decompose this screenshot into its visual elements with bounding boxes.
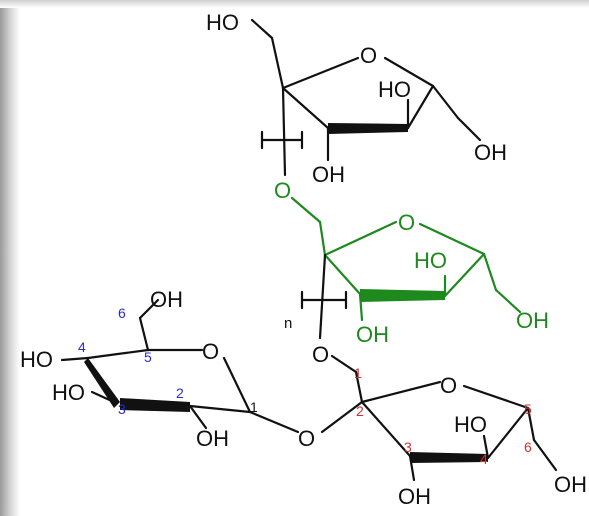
glc-bond-o-c1 <box>222 356 252 414</box>
mid-ring-bond-o-c5 <box>418 222 486 256</box>
glucose-ring <box>60 298 364 434</box>
glc-carbon-5: 5 <box>144 349 152 365</box>
fru-ho-label: HO <box>454 412 487 437</box>
top-ch2-bond <box>270 36 285 90</box>
top-ch2oh-right-bond <box>456 116 482 142</box>
glc-carbon-1: 1 <box>250 399 258 415</box>
top-ring-o-label: O <box>360 43 377 68</box>
top-oh-right-label: OH <box>474 140 507 165</box>
glc-carbon-4: 4 <box>78 339 86 355</box>
black-link-bond-2 <box>354 370 364 404</box>
fru-c6-oh-bond <box>532 438 558 472</box>
top-oh-bottom-label: OH <box>312 162 345 187</box>
mid-oh-bottom-label: OH <box>356 322 389 347</box>
frame-shadow <box>0 0 20 516</box>
fru-carbon-6: 6 <box>524 439 532 455</box>
glc-c6-oh-bond <box>138 298 160 320</box>
fru-carbon-3: 3 <box>404 439 412 455</box>
fru-c4-oh-bond <box>482 434 490 460</box>
top-repeat-bracket <box>260 130 304 150</box>
mid-c5-ch2-bond <box>482 252 498 292</box>
glc-c2-oh-bond <box>188 404 208 430</box>
glc-oh-top-label: OH <box>150 287 183 312</box>
mid-ho-label: HO <box>414 248 447 273</box>
fru-c3-oh-bond <box>408 454 416 482</box>
fru-bond-o-c5 <box>462 384 530 410</box>
glc-c1-o-bond <box>248 410 300 434</box>
top-ring-bond-o-c5 <box>383 56 435 88</box>
mid-c3-oh-bond <box>358 292 364 322</box>
top-ch2oh-bond <box>250 18 274 40</box>
top-ring-bond-c5-c4 <box>406 84 435 130</box>
top-ring-bond-c2-o <box>281 56 360 90</box>
glc-ho-2-label: HO <box>52 380 85 405</box>
black-link-o-label: O <box>312 342 329 367</box>
glc-ring-o-label: O <box>202 339 219 364</box>
sucrose-fructose-ring <box>360 380 558 482</box>
fru-bond-c2-o <box>360 380 442 404</box>
green-link-bond-2 <box>318 220 327 257</box>
repeat-n-label: n <box>284 315 292 332</box>
mid-to-link-bond <box>318 253 327 340</box>
black-link-bond-1 <box>330 354 358 374</box>
glycosidic-o-label: O <box>298 426 315 451</box>
fru-ring-o-label: O <box>440 373 457 398</box>
fru-c5-c6-bond <box>526 406 536 442</box>
glc-wedge-c4-c3 <box>84 358 120 408</box>
top-ho-right-label: HO <box>378 77 411 102</box>
mid-oh-right-label: OH <box>516 308 549 333</box>
glc-ho-1-label: HO <box>20 347 53 372</box>
glc-wedge-c3-c2 <box>120 398 190 412</box>
glyco-o-fru-bond <box>320 400 364 434</box>
glc-bond-c5-c4 <box>86 348 150 360</box>
fru-carbon-5: 5 <box>524 401 532 417</box>
glc-carbon-3: 3 <box>118 401 126 417</box>
glc-bond-c2-c1 <box>188 404 252 414</box>
top-ring-wedge <box>328 123 408 134</box>
mid-ring-bond-c2-o <box>323 220 398 257</box>
fru-wedge-c3-c4 <box>410 452 488 463</box>
fru-bond-c2-c3 <box>360 400 412 458</box>
glc-carbon-2: 2 <box>176 385 184 401</box>
mid-ch2oh-bond <box>494 288 522 314</box>
frame-top-edge <box>0 0 589 8</box>
fru-oh-right-label: OH <box>554 472 587 497</box>
fru-carbon-2: 2 <box>356 403 364 419</box>
glc-oh-bottom-label: OH <box>196 426 229 451</box>
top-to-link-bond <box>281 86 287 177</box>
glc-c4-oh-bond <box>60 356 90 362</box>
mid-ring-bond-c2-c3 <box>323 253 362 296</box>
glc-c5-c6-bond <box>138 316 150 352</box>
mid-ring-bond-c5-c4 <box>443 252 486 298</box>
top-ho-label: HO <box>206 10 239 35</box>
mid-repeat-bracket-lines <box>300 290 348 310</box>
top-c5-ch2-bond <box>431 84 460 120</box>
green-link-bond-1 <box>290 196 322 224</box>
middle-repeat-bracket <box>300 253 364 404</box>
glc-carbon-6: 6 <box>118 305 126 321</box>
middle-fructose-ring <box>290 196 522 322</box>
top-fructose-ring <box>250 18 482 177</box>
glc-c3-oh-bond <box>90 390 116 404</box>
fru-bond-c4-c5 <box>486 406 530 460</box>
fru-carbon-1: 1 <box>354 365 362 381</box>
green-link-o-label: O <box>274 178 291 203</box>
top-ring-bond-c2-c3 <box>281 86 330 130</box>
fru-carbon-4: 4 <box>480 451 488 467</box>
mid-ring-wedge <box>360 289 445 302</box>
mid-ring-o-label: O <box>398 210 415 235</box>
fru-oh-bottom-label: OH <box>398 484 431 509</box>
